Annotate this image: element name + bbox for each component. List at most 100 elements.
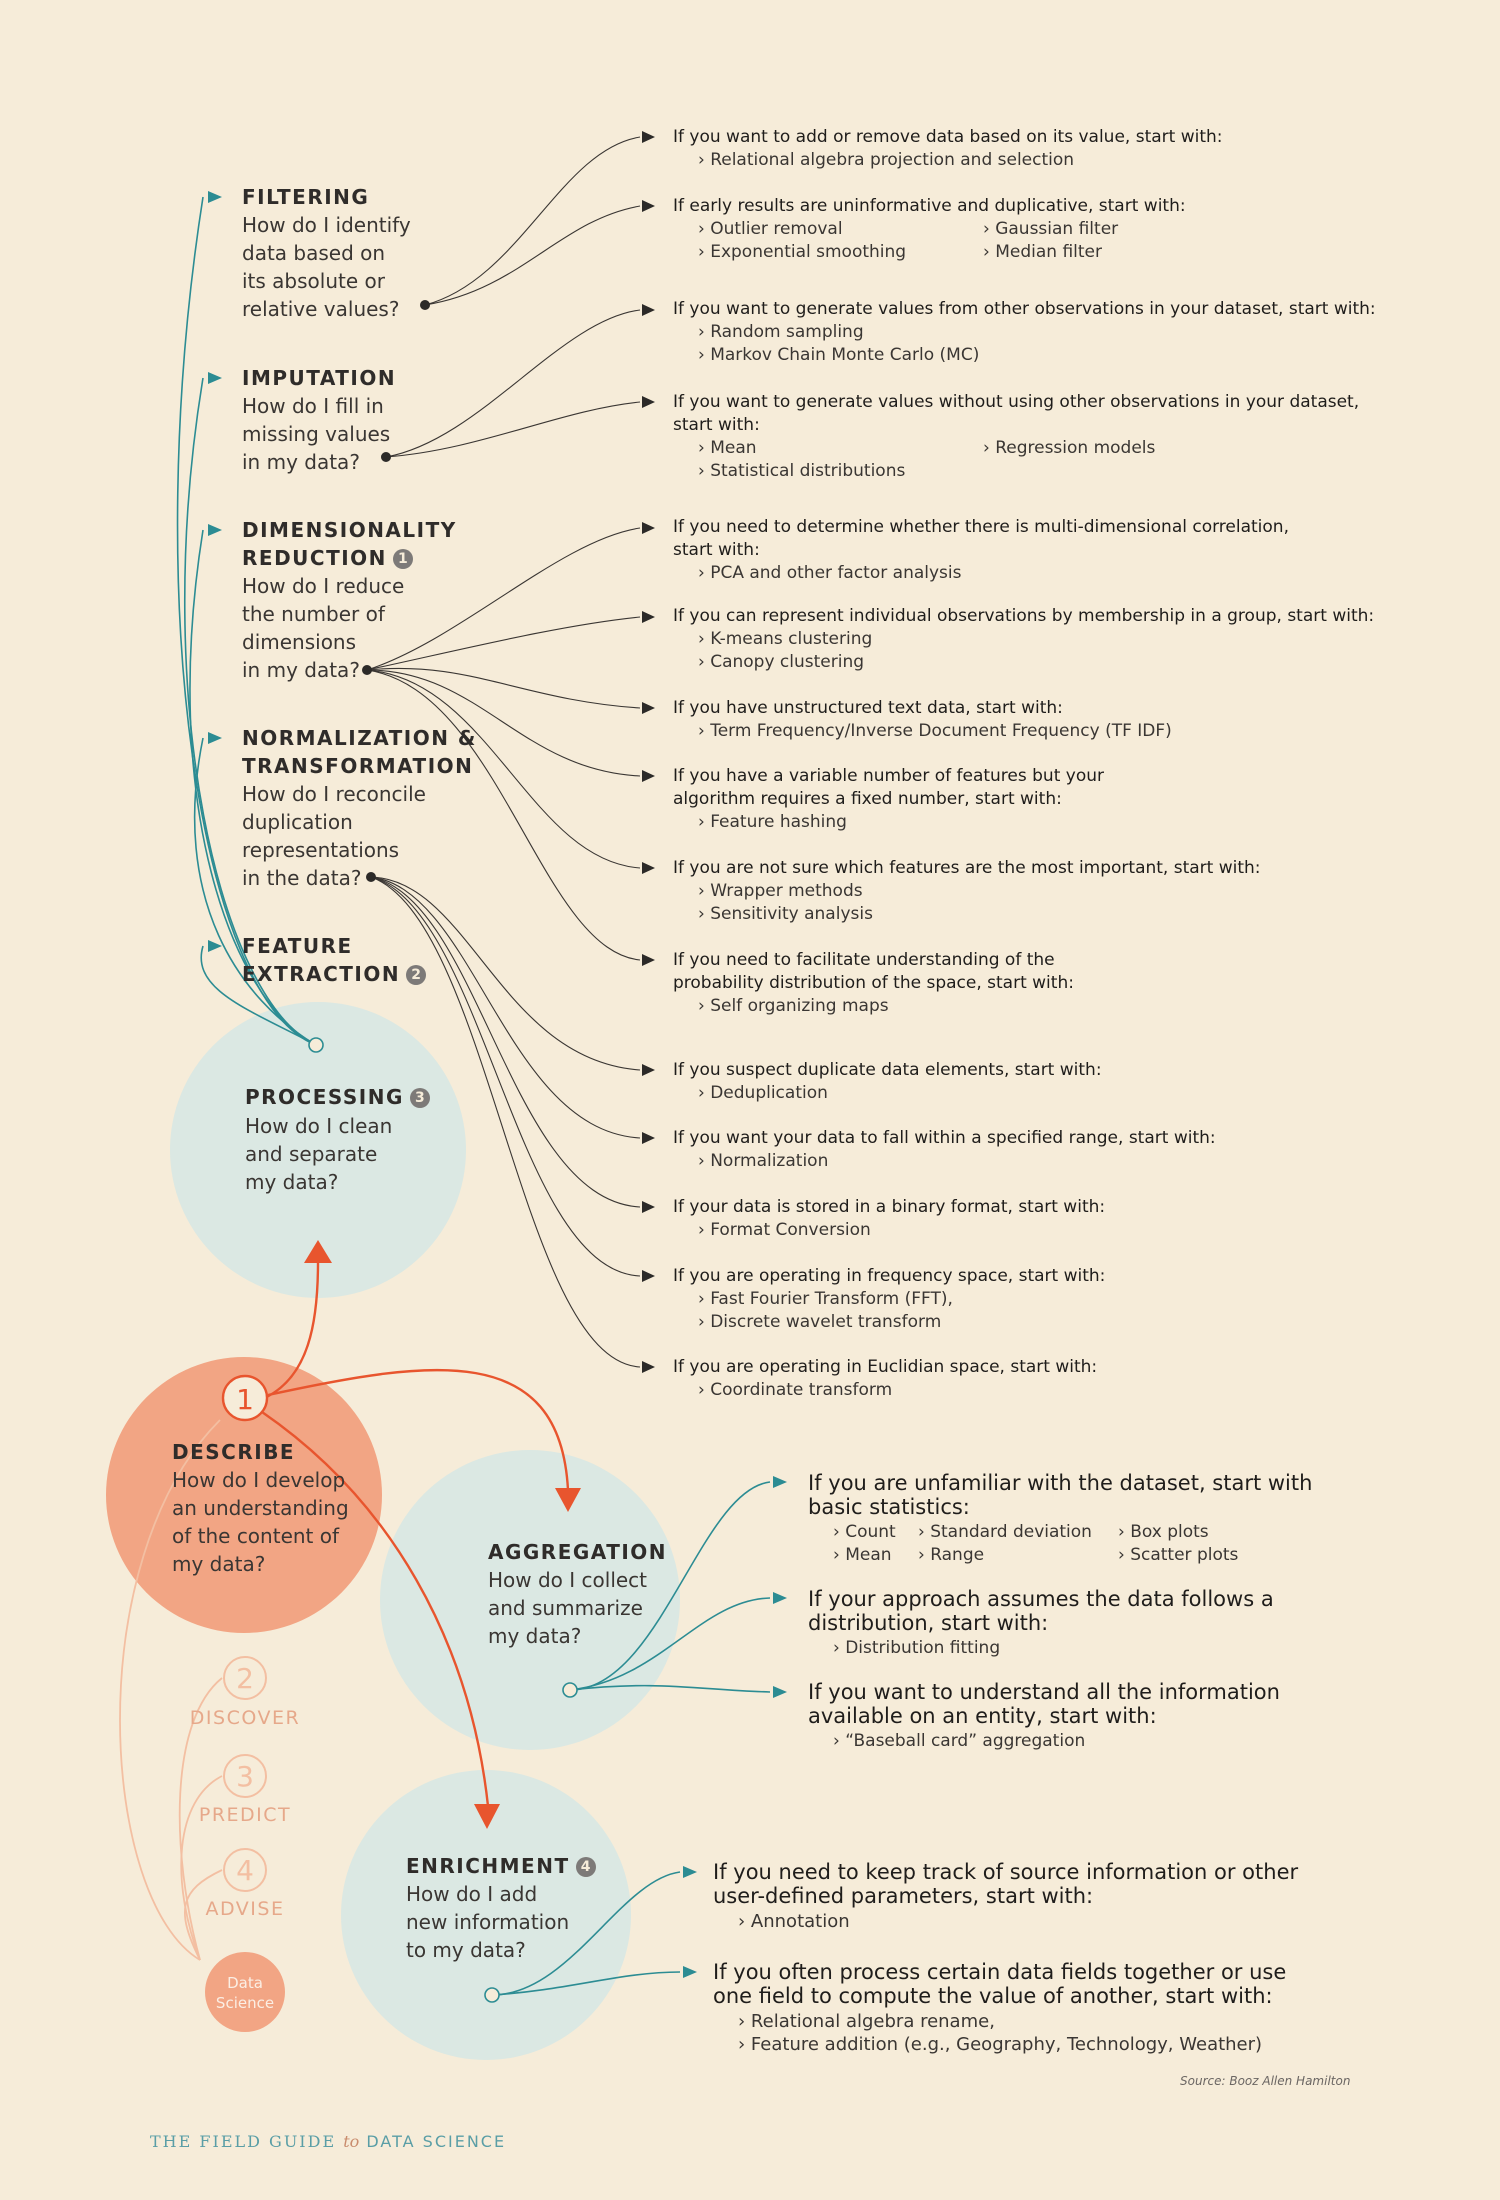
describe-q-line: my data? [172, 1552, 266, 1576]
data-science-line: Data [227, 1974, 263, 1992]
feature-extraction-badge: 2 [406, 965, 427, 985]
aggregation-arrowheads [773, 1476, 787, 1698]
branch-item-text: Box plots [1130, 1522, 1209, 1542]
branch-item-grid: › Count › Standard deviation › Box plots… [808, 1521, 1312, 1567]
dimensionality-q-line: in my data? [242, 658, 360, 682]
describe-arrowheads [304, 1240, 581, 1829]
branch-item-grid: › Mean › Regression models › Statistical… [673, 437, 1359, 483]
aggregation-branches [569, 1481, 771, 1693]
branch-question: basic statistics: [808, 1495, 970, 1519]
enrichment-branches [491, 1871, 681, 1996]
footer-right: DATA SCIENCE [366, 2132, 507, 2151]
branch-variable-features: If you have a variable number of feature… [673, 765, 1104, 834]
branch-membership: If you can represent individual observat… [673, 605, 1374, 674]
branch-source-tracking: If you need to keep track of source info… [713, 1858, 1298, 1933]
branch-item: › Median filter [983, 242, 1102, 262]
data-science-circle [205, 1952, 285, 2032]
advise-label: ADVISE [205, 1898, 285, 1920]
filtering-title: FILTERING [242, 185, 370, 209]
branch-question: If your approach assumes the data follow… [808, 1587, 1274, 1611]
branch-item-text: Coordinate transform [710, 1380, 893, 1400]
processing-anchor [308, 1037, 324, 1053]
aggregation-anchor [562, 1682, 578, 1698]
data-science-label: Data Science [195, 1973, 295, 2013]
discover-number: 2 [236, 1662, 254, 1695]
branch-item-text: Feature addition (e.g., Geography, Techn… [750, 2034, 1263, 2055]
branch-item-text: Distribution fitting [845, 1638, 1001, 1658]
branch-item-text: Count [845, 1522, 896, 1542]
branch-question: user-defined parameters, start with: [713, 1884, 1094, 1908]
discover-label: DISCOVER [189, 1707, 301, 1729]
imputation-title: IMPUTATION [242, 366, 397, 390]
footer-title: THE FIELD GUIDE to DATA SCIENCE [150, 2132, 506, 2151]
normalization-q-line: in the data? [242, 866, 362, 890]
branch-item-text: Regression models [995, 438, 1156, 458]
dark-arrowheads [642, 131, 655, 1373]
stage-branches [119, 1419, 223, 1961]
branch-question: If you are not sure which features are t… [673, 858, 1261, 878]
aggregation-q-line: and summarize [488, 1596, 643, 1620]
dimensionality-question: How do I reduce the number of dimensions… [242, 572, 404, 684]
branch-item-text: Normalization [710, 1151, 829, 1171]
branch-item-text: Standard deviation [930, 1522, 1092, 1542]
branch-item: › Gaussian filter [983, 219, 1119, 239]
processing-title-text: PROCESSING [245, 1085, 404, 1109]
aggregation-question: How do I collect and summarize my data? [488, 1566, 647, 1650]
filtering-q-line: data based on [242, 241, 386, 265]
branch-item-text: PCA and other factor analysis [710, 563, 962, 583]
branch-item: › Relational algebra rename, [738, 2011, 995, 2032]
branch-item: › Format Conversion [698, 1220, 871, 1240]
source-credit: Source: Booz Allen Hamilton [1180, 2074, 1351, 2088]
branch-question: available on an entity, start with: [808, 1704, 1157, 1728]
branch-impute-observations: If you want to generate values from othe… [673, 298, 1376, 367]
branch-unfamiliar-dataset: If you are unfamiliar with the dataset, … [808, 1469, 1312, 1567]
dimensionality-title-line: DIMENSIONALITY [242, 518, 457, 542]
branch-question: If you often process certain data fields… [713, 1960, 1287, 1984]
normalization-q-line: representations [242, 838, 400, 862]
branch-item-text: Gaussian filter [995, 219, 1119, 239]
node-dots [362, 300, 430, 882]
branch-item: › Annotation [738, 1911, 850, 1932]
branch-item: › Statistical distributions [698, 461, 906, 481]
advise-circle [223, 1848, 267, 1892]
branch-multidimensional: If you need to determine whether there i… [673, 516, 1289, 585]
branch-question: distribution, start with: [808, 1611, 1049, 1635]
branch-item: › Distribution fitting [833, 1638, 1001, 1658]
branch-item: › Normalization [698, 1151, 829, 1171]
branch-item: › Canopy clustering [698, 652, 865, 672]
processing-q-line: How do I clean [245, 1114, 393, 1138]
branch-question: If you want your data to fall within a s… [673, 1128, 1216, 1148]
enrichment-q-line: How do I add [406, 1882, 538, 1906]
branch-question: If you have a variable number of feature… [673, 766, 1105, 786]
dimensionality-title-word: REDUCTION [242, 546, 387, 570]
normalization-q-line: How do I reconcile [242, 782, 426, 806]
feature-extraction-title-word: EXTRACTION [242, 962, 401, 986]
branch-item-text: Self organizing maps [710, 996, 889, 1016]
describe-q-line: of the content of [172, 1524, 340, 1548]
processing-bubble [170, 1002, 466, 1298]
branch-question: one field to compute the value of anothe… [713, 1984, 1273, 2008]
branch-question: algorithm requires a fixed number, start… [673, 789, 1062, 809]
branch-item: › Coordinate transform [698, 1380, 893, 1400]
branch-range: If you want your data to fall within a s… [673, 1127, 1216, 1173]
processing-q-line: my data? [245, 1170, 339, 1194]
right-branches [366, 136, 641, 1368]
filtering-question: How do I identify data based on its abso… [242, 211, 411, 323]
aggregation-q-line: How do I collect [488, 1568, 648, 1592]
branch-probability-distribution: If you need to facilitate understanding … [673, 949, 1074, 1018]
branch-duplicates: If you suspect duplicate data elements, … [673, 1059, 1102, 1105]
branch-item: › Regression models [983, 438, 1156, 458]
branch-item: › Fast Fourier Transform (FFT), [698, 1289, 953, 1309]
branch-item-text: Discrete wavelet transform [710, 1312, 942, 1332]
branch-question: If you are unfamiliar with the dataset, … [808, 1471, 1313, 1495]
branch-filter-uninformative: If early results are uninformative and d… [673, 195, 1268, 264]
branch-item-text: Relational algebra rename, [750, 2011, 995, 2032]
describe-number: 1 [236, 1383, 254, 1416]
describe-question: How do I develop an understanding of the… [172, 1466, 349, 1578]
predict-number: 3 [236, 1760, 254, 1793]
branch-item: › Feature addition (e.g., Geography, Tec… [738, 2034, 1263, 2055]
branch-binary-format: If your data is stored in a binary forma… [673, 1196, 1105, 1242]
